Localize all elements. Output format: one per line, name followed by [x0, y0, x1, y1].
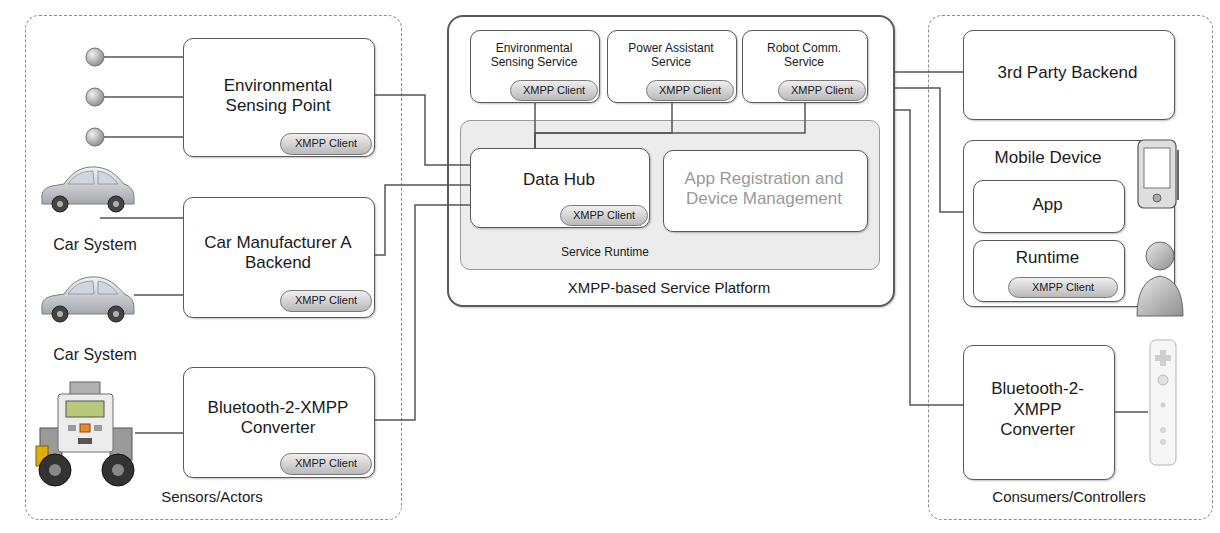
connector-line	[535, 103, 805, 148]
sensor-dot	[86, 88, 104, 106]
car-wire	[100, 217, 183, 219]
component-box: Bluetooth-2-XMPP Converter	[963, 345, 1115, 480]
xmpp-client-pill: XMPP Client	[778, 80, 866, 101]
person-icon	[1137, 242, 1183, 316]
box-label: App	[976, 183, 1119, 227]
box-label: Bluetooth-2-XMPP Converter	[190, 379, 366, 457]
sensor-points	[86, 48, 183, 146]
service-box: XMPP Client Environmental Sensing Service	[470, 30, 600, 103]
xmpp-client-pill: XMPP Client	[510, 80, 598, 101]
component-box: XMPP Client Data Hub	[470, 148, 650, 228]
pill-label: XMPP Client	[561, 206, 647, 225]
box-label: Mobile Device	[972, 145, 1124, 171]
component-box: XMPP ClientEnvironmental Sensing Point	[183, 38, 375, 157]
connector-line	[895, 110, 963, 405]
car-icon	[42, 277, 134, 322]
connector-line	[895, 71, 963, 73]
xmpp-client-pill: XMPP Client	[280, 133, 372, 155]
sensor-wire	[104, 96, 183, 98]
sensor-wire	[104, 136, 183, 138]
car-wire	[134, 294, 183, 296]
runtime-panel: XMPP Client Data Hub App Registration and …	[460, 120, 880, 270]
service-box: XMPP Client Power Assistant Service	[607, 30, 737, 103]
pill-label: XMPP Client	[647, 81, 733, 100]
robot-icon	[36, 382, 134, 486]
xmpp-client-pill: XMPP Client	[646, 80, 734, 101]
connector-line	[895, 88, 963, 212]
xmpp-client-pill: XMPP Client	[1008, 277, 1118, 298]
connector-line	[375, 95, 470, 165]
service-label: Environmental Sensing Service	[484, 33, 584, 77]
component-box: XMPP Client Runtime	[973, 240, 1125, 302]
pill-label: XMPP Client	[1009, 278, 1117, 297]
box-label: Runtime	[976, 242, 1119, 274]
sensor-dot	[86, 128, 104, 146]
label-holder: Car System	[40, 345, 150, 367]
connector-line	[375, 205, 470, 420]
component-box: XMPP ClientBluetooth-2-XMPP Converter	[183, 367, 375, 478]
robot-wire	[135, 432, 183, 434]
box-label: Bluetooth-2-XMPP Converter	[966, 353, 1109, 467]
sensor-wire	[104, 56, 183, 58]
pill-label: XMPP Client	[281, 134, 371, 154]
component-box: App Registration and Device Management	[663, 150, 868, 232]
xmpp-client-pill: XMPP Client	[280, 453, 372, 475]
box-label: Environmental Sensing Point	[203, 54, 353, 138]
remote-icon	[1150, 340, 1176, 465]
box-label: Data Hub	[474, 160, 644, 200]
component-box: XMPP ClientCar Manufacturer A Backend	[183, 197, 375, 318]
connector-line	[535, 103, 672, 148]
device-label: Car System	[40, 235, 150, 254]
pill-label: XMPP Client	[511, 81, 597, 100]
box-label: App Registration and Device Management	[668, 155, 860, 223]
component-box: App	[973, 180, 1125, 233]
service-label: Robot Comm. Service	[754, 33, 854, 77]
box-label: 3rd Party Backend	[967, 34, 1168, 113]
pill-label: XMPP Client	[779, 81, 865, 100]
remote-wire	[1115, 411, 1148, 413]
service-box: XMPP Client Robot Comm. Service	[742, 30, 868, 103]
platform-label: XMPP-based Service Platform	[447, 276, 891, 300]
region-label: Sensors/Actors	[25, 483, 399, 511]
connector-line	[375, 185, 470, 255]
device-label: Car System	[40, 345, 150, 364]
sensor-dot	[86, 48, 104, 66]
box-label: Car Manufacturer A Backend	[190, 211, 366, 295]
component-box: 3rd Party Backend	[963, 30, 1175, 120]
region-label: Consumers/Controllers	[928, 483, 1210, 511]
xmpp-client-pill: XMPP Client	[560, 205, 648, 226]
pill-label: XMPP Client	[281, 454, 371, 474]
xmpp-client-pill: XMPP Client	[280, 290, 372, 312]
service-label: Power Assistant Service	[621, 33, 721, 77]
pda-icon	[1138, 140, 1178, 208]
label-holder: Car System	[40, 235, 150, 257]
runtime-label: Service Runtime	[460, 241, 750, 263]
car-icon	[42, 167, 134, 212]
pill-label: XMPP Client	[281, 291, 371, 311]
platform-box: XMPP Client Environmental Sensing Service…	[447, 15, 895, 307]
